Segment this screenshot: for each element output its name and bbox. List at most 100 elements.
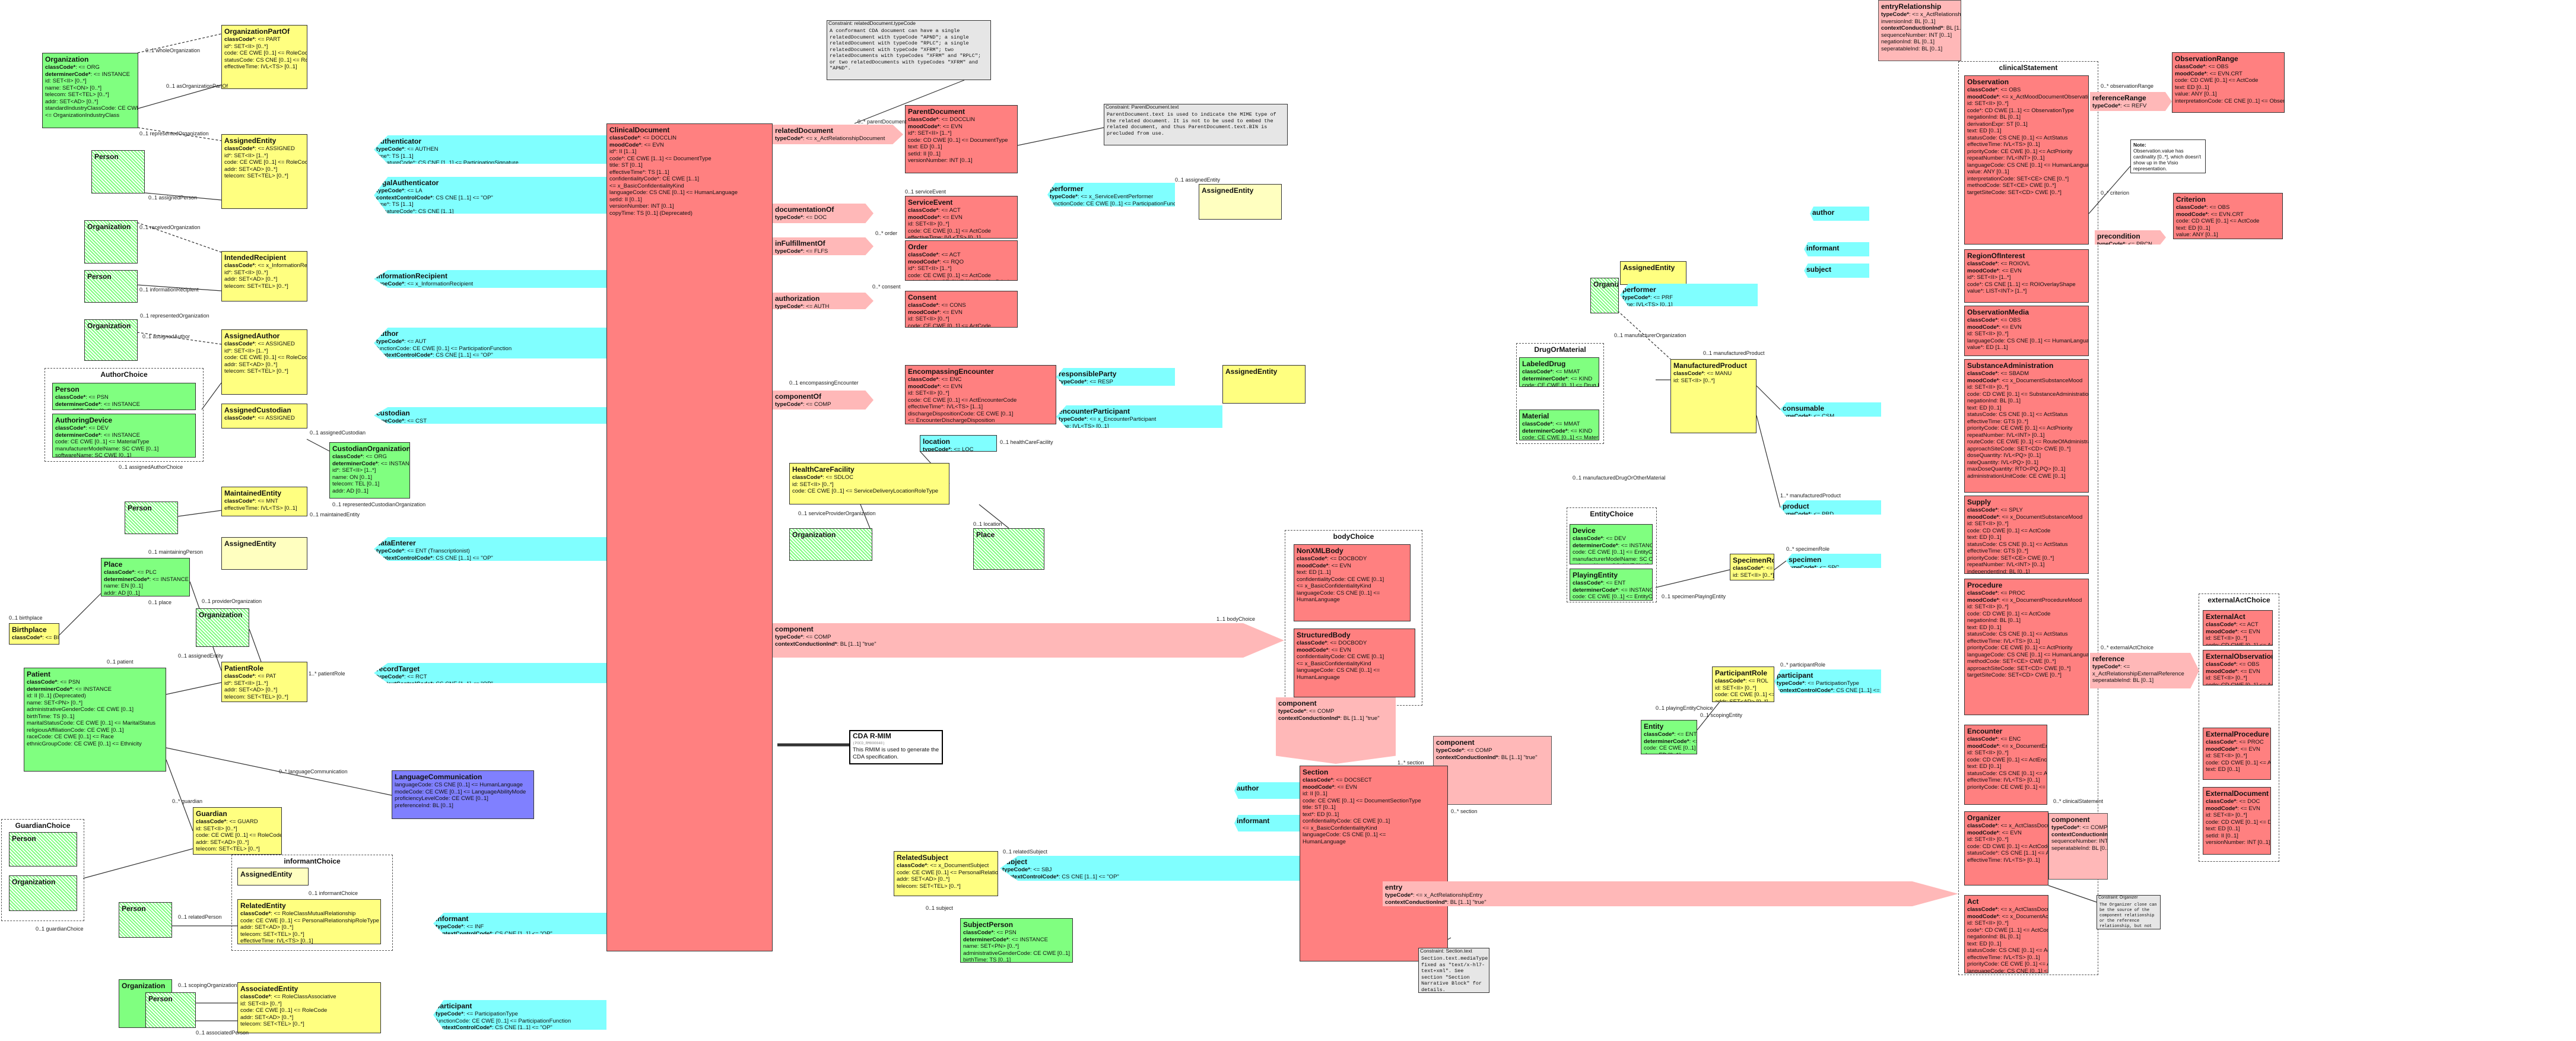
attribute: effectiveTime*: TS [1..1] bbox=[609, 169, 669, 176]
note-text: Section.text.mediaType fixed as "text/x-… bbox=[1421, 956, 1488, 993]
class-title: Patient bbox=[27, 670, 51, 678]
association-label: 0..1 manufacturedDrugOrOtherMaterial bbox=[1573, 475, 1666, 481]
attribute: <= OrganizationIndustryClass bbox=[45, 112, 120, 119]
class-title: AssignedEntity bbox=[1202, 186, 1254, 195]
attribute: classCode*: <= MMAT bbox=[1522, 369, 1580, 375]
class-title: Consent bbox=[908, 293, 936, 301]
attribute: typeCode*: <= AUTH bbox=[775, 303, 830, 309]
attribute: administrativeGenderCode: CE CWE [0..1] bbox=[963, 950, 1071, 957]
organization7-class: Organization bbox=[1590, 278, 1619, 313]
attribute: id: SET<II> [0..*] bbox=[1967, 520, 2009, 527]
attribute: addr: AD [0..1] bbox=[104, 589, 140, 596]
attribute: classCode*: <= DOCBODY bbox=[1297, 640, 1367, 646]
attribute-list: classCode*: <= x_ActClassDocumentEntryAc… bbox=[1967, 906, 2048, 973]
class-title: Organization bbox=[199, 611, 243, 619]
attribute: addr: SET<AD> [0..*] bbox=[897, 876, 950, 883]
attribute: derivationExpr: ST [0..1] bbox=[1967, 120, 2028, 128]
attribute: determinerCode*: <= INSTANCE bbox=[55, 401, 140, 408]
association-label: 0..* clinicalStatement bbox=[2053, 798, 2104, 804]
association-label: 0..1 assignedPerson bbox=[148, 195, 198, 201]
attribute: determinerCode*: <= INSTANCE bbox=[963, 936, 1048, 943]
class-title: component bbox=[2051, 815, 2090, 824]
attribute: id: SET<II> [0..*] bbox=[2206, 675, 2247, 681]
class-title: HealthCareFacility bbox=[792, 465, 855, 474]
attribute: statusCode: CS CNE [0..1] <= ActStatus bbox=[1967, 770, 2047, 777]
class-title: Person bbox=[128, 504, 152, 512]
attribute: typeCode*: <= x_ServiceEventPerformer bbox=[1050, 193, 1154, 200]
attribute: typeCode*: <= x_ActRelationshipEntry bbox=[1385, 892, 1483, 899]
association-label: 0..1 representedOrganization bbox=[140, 313, 209, 319]
attribute: classCode*: <= GUARD bbox=[196, 818, 258, 825]
attribute: determinerCode*: <= INSTANCE bbox=[1573, 542, 1652, 549]
attribute: id*: SET<II> [1..*] bbox=[908, 265, 952, 272]
attribute-list: typeCode*: <= CSM bbox=[1783, 413, 1879, 417]
attribute: classCode*: <= PSN bbox=[963, 929, 1017, 936]
class-title: StructuredBody bbox=[1297, 631, 1351, 639]
class-title: encounterParticipant bbox=[1059, 407, 1130, 415]
class-title: relatedDocument bbox=[775, 126, 834, 135]
cs-author-class: author bbox=[1810, 207, 1869, 221]
class-title: Supply bbox=[1967, 498, 1991, 506]
attribute: effectiveTime: IVL<TS> [0..1] bbox=[1967, 954, 2040, 961]
attribute: classCode*: <= MNT bbox=[224, 498, 278, 504]
group-title: informantChoice bbox=[284, 857, 341, 865]
attribute: code: CE CWE [0..1] <= PersonalRelations… bbox=[897, 869, 998, 876]
attribute: <= x_BasicConfidentialityKind bbox=[1297, 583, 1371, 589]
attribute: negationInd: BL [0..1] bbox=[1881, 39, 1935, 45]
class-title: SubstanceAdministration bbox=[1967, 361, 2054, 370]
class-title: legalAuthenticator bbox=[376, 179, 439, 187]
class-title: documentationOf bbox=[775, 205, 834, 214]
attribute: text: ED [0..1] bbox=[1967, 763, 2002, 770]
association-label: 0..1 informationRecipient bbox=[139, 287, 199, 293]
attribute: moodCode*: <= x_DocumentSubstanceMood bbox=[1967, 513, 2083, 520]
attribute: typeCode*: <= LOC bbox=[923, 446, 974, 452]
attribute: maritalStatusCode: CE CWE [0..1] <= Mari… bbox=[27, 720, 156, 726]
group-title: DrugOrMaterial bbox=[1534, 345, 1586, 354]
attribute: name: SET<PN> [0..*] bbox=[55, 408, 193, 410]
attribute: addr: SET<AD> [0..*] bbox=[196, 839, 249, 846]
attribute-list: classCode*: <= x_ActClassDocumentEntryOr… bbox=[1967, 823, 2048, 864]
attribute: classCode*: <= MANU bbox=[1673, 370, 1732, 377]
attribute: confidentialityCode: CE CWE [0..1] bbox=[1297, 576, 1384, 583]
class-title: PlayingEntity bbox=[1573, 571, 1618, 579]
class-title: AssignedEntity bbox=[240, 870, 293, 878]
attribute: priorityCode: SET<CE> CWE [0..*] bbox=[1967, 554, 2054, 561]
author-choice-group: AuthorChoice bbox=[45, 368, 204, 462]
class-title: product bbox=[1783, 502, 1809, 510]
attribute: typeCode*: <= x_ActRelationshipExternalR… bbox=[2092, 664, 2184, 677]
attribute: code: CE CWE [0..1] <= ActEncounterCode bbox=[908, 396, 1017, 404]
class-title: ExternalAct bbox=[2206, 612, 2245, 621]
attribute: name: SET<PN> [0..*] bbox=[27, 699, 82, 706]
person5-class: Person bbox=[145, 992, 196, 1028]
attribute-list: typeCode*: <= x_ActRelationshipEntryRela… bbox=[1881, 11, 1961, 52]
attribute-list: classCode*: <= ASSIGNED bbox=[224, 415, 304, 422]
association-label: 0..1 birthplace bbox=[9, 615, 43, 621]
attribute: contextConductionInd*: BL [1..1] "true" bbox=[1436, 754, 1538, 761]
attribute: name: EN [0..1] bbox=[104, 583, 144, 589]
attribute: <= x_BasicConfidentialityKind bbox=[609, 182, 684, 189]
attribute: id: SET<II> [0..*] bbox=[1967, 750, 2009, 756]
attribute: classCode*: <= PAT bbox=[224, 673, 277, 680]
guardian-person-class: Person bbox=[9, 832, 77, 867]
attribute: id: SET<II> [0..*] bbox=[908, 390, 949, 396]
attribute: contextConductionInd*: BL [1..1] "true" bbox=[1278, 715, 1380, 722]
organization3-class: Organization bbox=[84, 319, 138, 361]
attribute: confidentialityCode*: CE CWE [1..1] bbox=[609, 176, 700, 182]
attribute: determinerCode*: <= INSTANCE bbox=[104, 576, 189, 583]
